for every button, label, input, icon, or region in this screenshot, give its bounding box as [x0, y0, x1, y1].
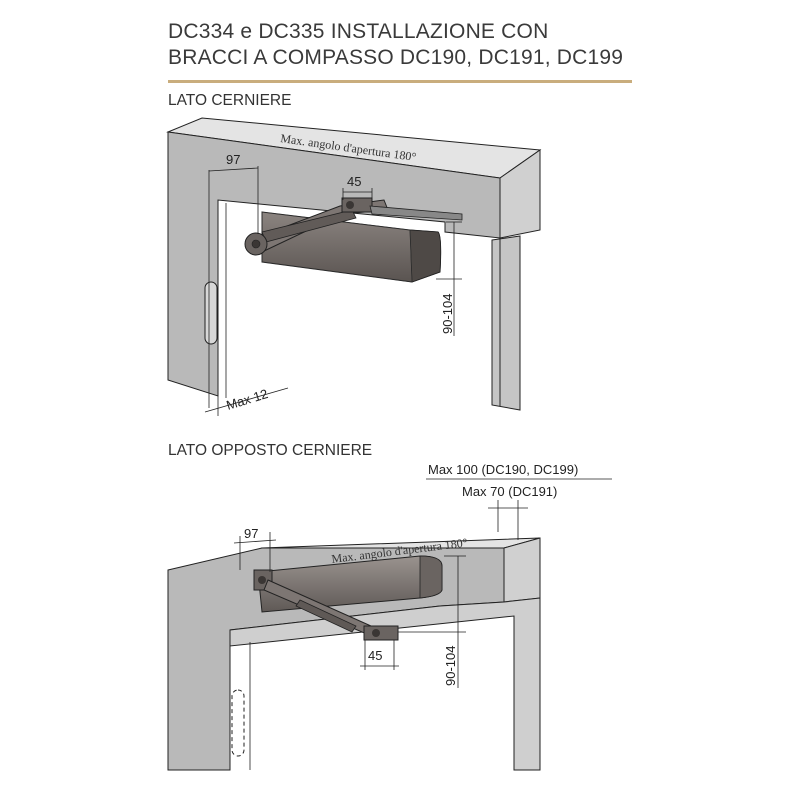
compass-arm — [244, 197, 463, 256]
opposite-side-diagram: 97 45 90-104 Max 100 (DC190, DC199) Max … — [167, 462, 612, 771]
door-hinge-hidden — [231, 689, 245, 757]
dim2-97-label: 97 — [244, 526, 258, 541]
section-label-hinge-side: LATO CERNIERE — [168, 92, 292, 109]
dim-45-label: 45 — [347, 174, 361, 189]
title-underline — [168, 80, 632, 83]
dim-max12-label: Max 12 — [224, 386, 269, 413]
wall-side-face — [499, 149, 541, 239]
wall2-side-face — [503, 537, 541, 603]
dim-max100-label: Max 100 (DC190, DC199) — [428, 462, 578, 477]
section-label-opposite-side: LATO OPPOSTO CERNIERE — [168, 442, 373, 459]
hinge-side-diagram: 97 45 90-104 Max 12 Max. angolo d'apertu… — [166, 117, 542, 416]
door-hinge — [204, 281, 218, 345]
compass-arm-2 — [253, 569, 399, 641]
title-line-2: BRACCI A COMPASSO DC190, DC191, DC199 — [168, 46, 624, 69]
dim-97-label: 97 — [226, 152, 240, 167]
title-line-1: DC334 e DC335 INSTALLAZIONE CON — [168, 20, 549, 43]
dim-90-104-label: 90-104 — [440, 294, 455, 334]
dim2-45-label: 45 — [368, 648, 382, 663]
dim2-90-104-label: 90-104 — [443, 646, 458, 686]
door-jamb-right — [491, 235, 521, 411]
dim-max70-label: Max 70 (DC191) — [462, 484, 557, 499]
door-frame-top — [229, 597, 541, 771]
